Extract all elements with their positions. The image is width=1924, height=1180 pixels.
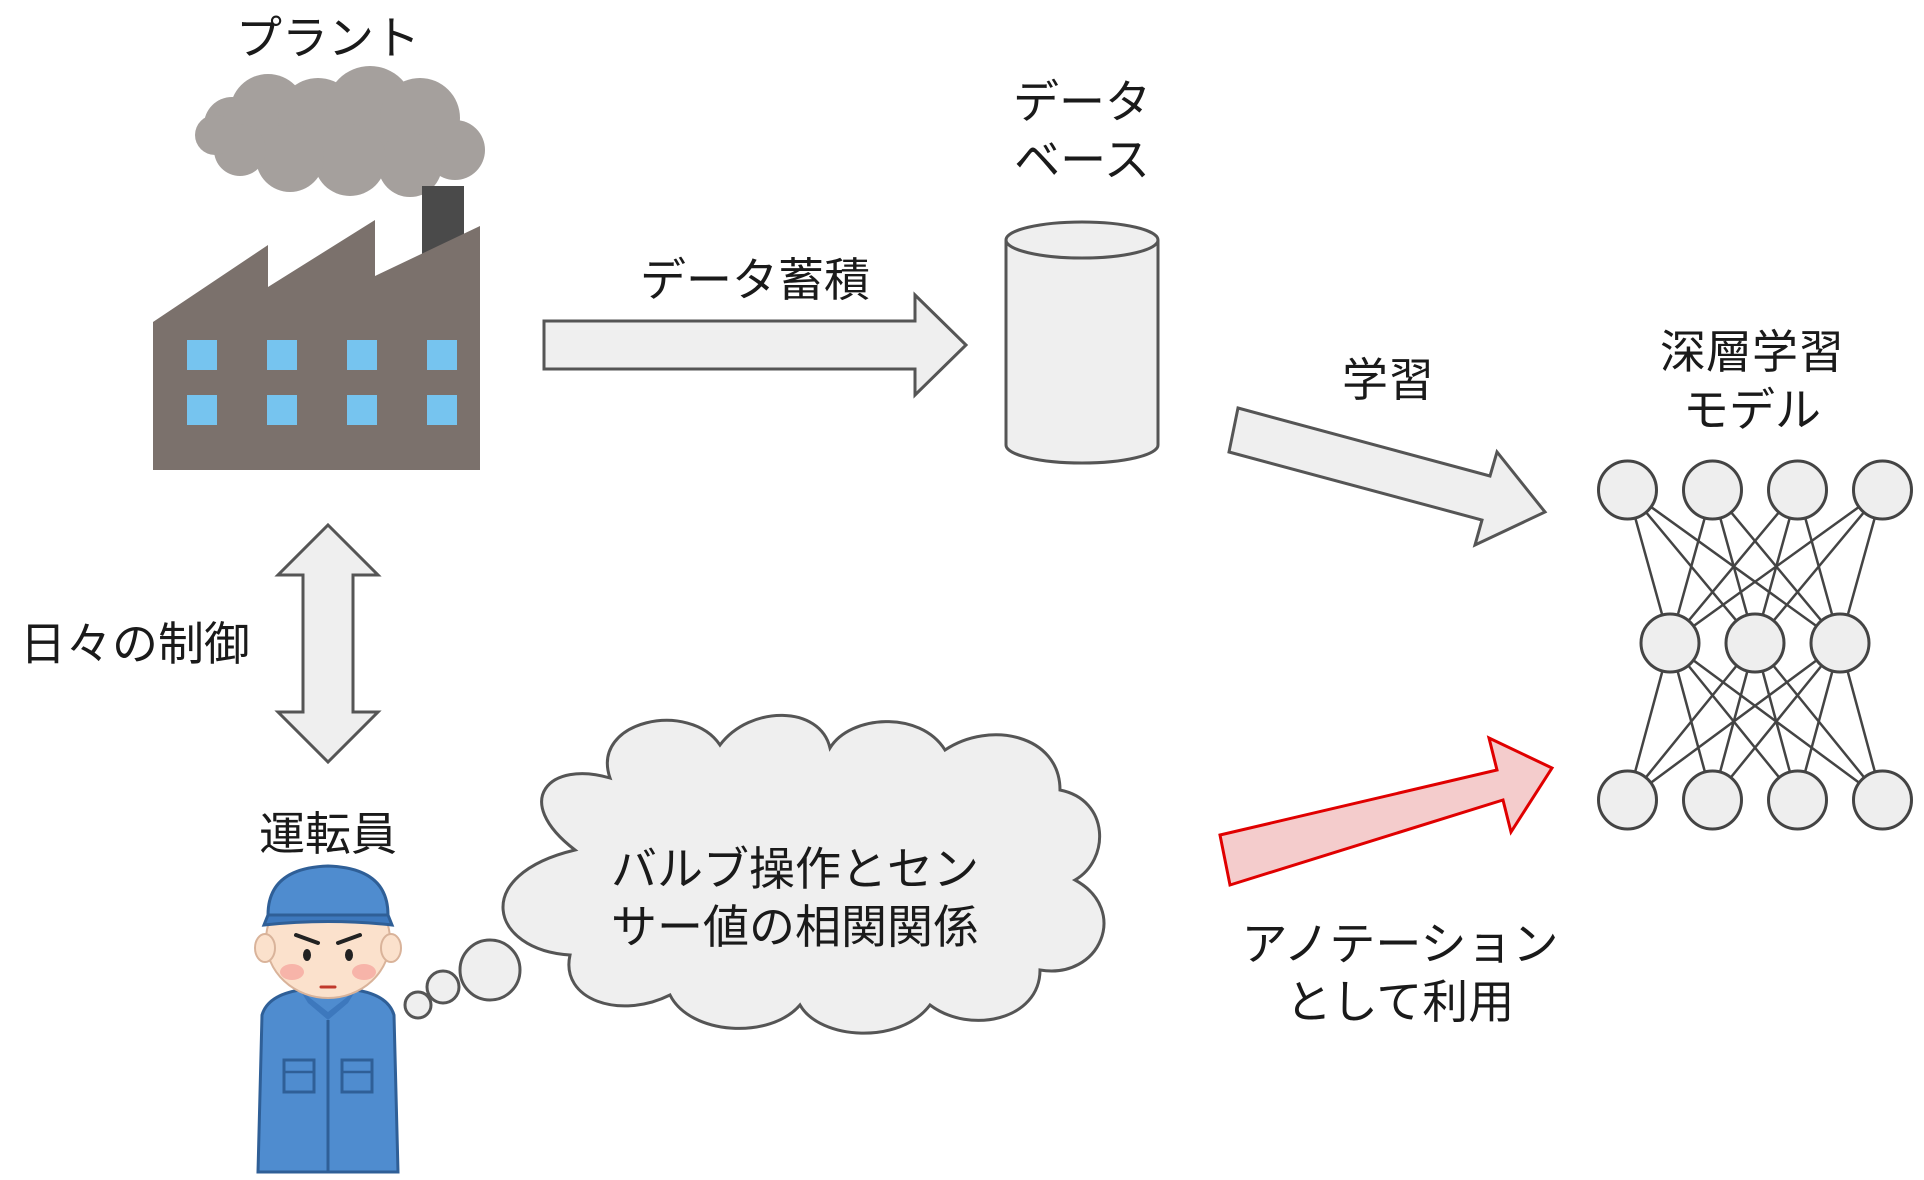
- model-label-line1: 深層学習: [1660, 325, 1844, 379]
- annotation-label-line1: アノテーション: [1242, 917, 1559, 971]
- data-accumulation-label: データ蓄積: [640, 253, 870, 307]
- cap: [266, 864, 390, 917]
- network-node-l2-0: [1597, 769, 1658, 831]
- smoke-cloud: [195, 66, 485, 197]
- network-node-l0-1: [1682, 459, 1743, 521]
- network-edge: [1626, 642, 1756, 801]
- learning-label: 学習: [1342, 353, 1434, 407]
- network-edge: [1711, 642, 1841, 801]
- data-accumulation-arrow: [542, 291, 969, 399]
- network-node-l1-1: [1724, 612, 1786, 674]
- network-node-l0-3: [1852, 459, 1913, 521]
- operator-label: 運転員: [259, 807, 397, 861]
- factory-icon: [153, 66, 485, 470]
- daily-control-arrow: [274, 522, 382, 765]
- neural-network: [1597, 459, 1913, 831]
- learning-arrow: [1227, 406, 1548, 548]
- database-label-line2: ベース: [1014, 133, 1150, 187]
- operator-icon: [254, 864, 402, 1174]
- network-node-l1-0: [1639, 612, 1701, 674]
- model-label-line2: モデル: [1683, 383, 1821, 437]
- network-edge: [1669, 489, 1799, 644]
- network-node-l2-3: [1852, 769, 1913, 831]
- factory-body: [153, 220, 480, 470]
- plant-label: プラント: [236, 11, 420, 65]
- network-node-l0-0: [1597, 459, 1658, 521]
- annotation-label-line2: として利用: [1286, 975, 1515, 1029]
- daily-control-label: 日々の制御: [20, 617, 250, 671]
- database-label-line1: データ: [1013, 75, 1151, 129]
- database-icon: [1004, 220, 1160, 465]
- factory-windows: [187, 340, 457, 425]
- network-edge: [1626, 641, 1841, 802]
- network-node-l0-2: [1767, 459, 1828, 521]
- network-edge: [1669, 488, 1884, 645]
- thought-text-line2: サー値の相関関係: [611, 900, 979, 954]
- network-node-l2-1: [1682, 769, 1743, 831]
- network-node-l2-2: [1767, 769, 1828, 831]
- network-edge: [1754, 489, 1884, 644]
- thought-text-line1: バルブ操作とセン: [611, 842, 979, 896]
- annotation-arrow: [1218, 735, 1555, 887]
- network-node-l1-2: [1809, 612, 1871, 674]
- thought-bubble: [403, 713, 1106, 1035]
